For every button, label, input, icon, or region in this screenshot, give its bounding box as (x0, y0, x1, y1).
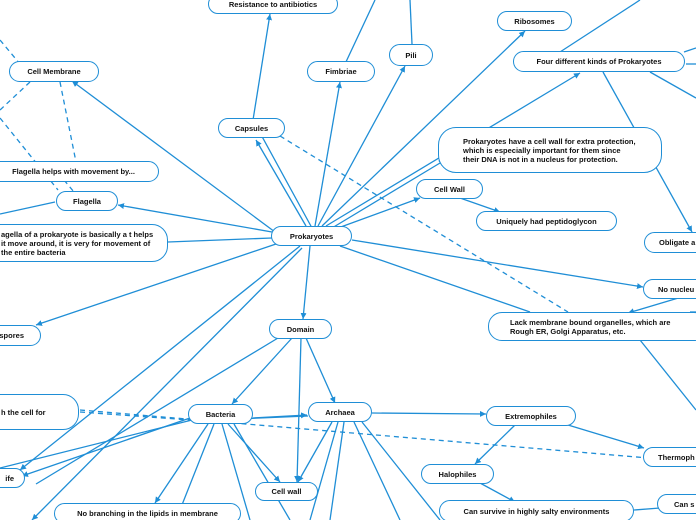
link-domain-bacteria (231, 337, 293, 405)
link-four-kinds-offscreen-2 (683, 47, 696, 53)
dashed-link-flagella-movement-flagella (63, 179, 75, 193)
node-cell-wall[interactable]: Cell Wall (416, 179, 483, 199)
link-prokaryotes-life (19, 245, 301, 471)
node-cell-partial-text[interactable]: h the cell for (0, 394, 79, 430)
link-prokaryotes-offscreen-bottom-left (31, 247, 303, 520)
link-prokaryotes-ribosomes (321, 30, 526, 227)
dashed-link-top-left-2 (0, 81, 31, 111)
node-prokaryotes[interactable]: Prokaryotes (271, 226, 352, 246)
link-prokaryotes-offscreen-top-1 (344, 0, 376, 65)
node-lack-membrane-organelles[interactable]: Lack membrane bound organelles, which ar… (488, 312, 696, 341)
node-fimbriae[interactable]: Fimbriae (307, 61, 375, 82)
cell-wall-protection-text: Prokaryotes have a cell wall for extra p… (463, 136, 636, 164)
link-prokaryotes-fimbriae (314, 81, 342, 227)
node-obligate[interactable]: Obligate a (644, 232, 696, 253)
node-cell-wall-protection-note[interactable]: Prokaryotes have a cell wall for extra p… (438, 127, 662, 173)
link-domain-cell-wall-2 (294, 337, 302, 483)
node-resistance-to-antibiotics[interactable]: Resistance to antibiotics (208, 0, 338, 14)
organelles-text: Lack membrane bound organelles, which ar… (510, 317, 671, 336)
node-uniquely-had-peptidoglycon[interactable]: Uniquely had peptidoglycon (476, 211, 617, 231)
node-halophiles[interactable]: Halophiles (421, 464, 494, 484)
link-archaea-down-1 (309, 421, 339, 520)
node-domain[interactable]: Domain (269, 319, 332, 339)
node-cell-membrane[interactable]: Cell Membrane (9, 61, 99, 82)
dashed-link-cell-membrane-flagella-movement (59, 81, 77, 163)
node-flagella-description[interactable]: agella of a prokaryote is basically a t … (0, 224, 168, 262)
node-cell-wall-2[interactable]: Cell wall (255, 482, 318, 501)
link-halophiles-salty (479, 482, 516, 503)
node-thermophiles[interactable]: Thermoph (643, 447, 696, 467)
link-bacteria-down-2 (233, 423, 291, 520)
link-archaea-down-2 (329, 421, 345, 520)
flagella-description-text: agella of a prokaryote is basically a t … (1, 229, 154, 257)
link-prokaryotes-offscreen-top-2 (409, 0, 413, 45)
link-salty-offscreen (633, 507, 661, 511)
link-bacteria-no-branching (154, 423, 209, 504)
link-bacteria-cell-wall-2 (227, 423, 281, 483)
node-no-nucleus[interactable]: No nucleu (643, 279, 696, 299)
node-pili[interactable]: Pili (389, 44, 433, 66)
link-prokaryotes-organelles (339, 245, 531, 313)
link-prokaryotes-cell-membrane (71, 80, 276, 233)
link-flagella-offscreen (0, 201, 56, 215)
node-can-survive-salty[interactable]: Can survive in highly salty environments (439, 500, 634, 520)
node-flagella-helps-movement[interactable]: Flagella helps with movement by... (0, 161, 159, 182)
link-prokaryotes-domain (300, 245, 311, 320)
dashed-link-top-left-3 (0, 117, 59, 191)
link-prokaryotes-cellwall-text (331, 159, 446, 229)
node-ribosomes[interactable]: Ribosomes (497, 11, 572, 31)
node-four-different-kinds[interactable]: Four different kinds of Prokaryotes (513, 51, 685, 72)
node-no-branching-lipids[interactable]: No branching in the lipids in membrane (54, 503, 241, 520)
link-bacteria-left (0, 419, 193, 469)
node-can-s[interactable]: Can s (657, 494, 696, 514)
link-archaea-down-3 (353, 421, 401, 520)
link-prokaryotes-no-nucleus (351, 239, 644, 290)
link-bacteria-down-1 (221, 423, 251, 520)
link-cellwall-peptidoglycon (459, 197, 501, 213)
link-four-kinds-offscreen-1 (559, 0, 641, 53)
node-capsules[interactable]: Capsules (218, 118, 285, 138)
dashed-link-capsules-organelles (279, 135, 569, 313)
link-prokaryotes-flagella (117, 203, 273, 233)
link-prokaryotes-pili (317, 65, 406, 227)
link-prokaryotes-capsules (255, 139, 307, 227)
dashed-link-cell-text-bacteria (79, 409, 696, 463)
link-four-kinds-offscreen-4 (649, 71, 696, 99)
link-prokaryotes-spores (35, 243, 277, 326)
link-prokaryotes-cell-wall (337, 197, 421, 229)
dashed-link-offscreen-bacteria (79, 411, 191, 421)
node-archaea[interactable]: Archaea (308, 402, 372, 422)
node-bacteria[interactable]: Bacteria (188, 404, 253, 424)
link-prokaryotes-flagella-text (167, 237, 273, 243)
node-flagella[interactable]: Flagella (56, 191, 118, 211)
link-extremophiles-thermophiles (567, 424, 645, 450)
link-domain-archaea (305, 337, 336, 404)
node-extremophiles[interactable]: Extremophiles (486, 406, 576, 426)
link-archaea-extremophiles (371, 410, 487, 417)
link-archaea-down-4 (361, 421, 441, 520)
node-spores[interactable]: spores (0, 325, 41, 346)
cell-partial-text: h the cell for (1, 407, 46, 417)
link-offscreen-right (639, 339, 696, 411)
link-domain-offscreen (35, 337, 279, 485)
node-life[interactable]: ife (0, 468, 25, 488)
link-archaea-cell-wall-2 (297, 421, 333, 483)
